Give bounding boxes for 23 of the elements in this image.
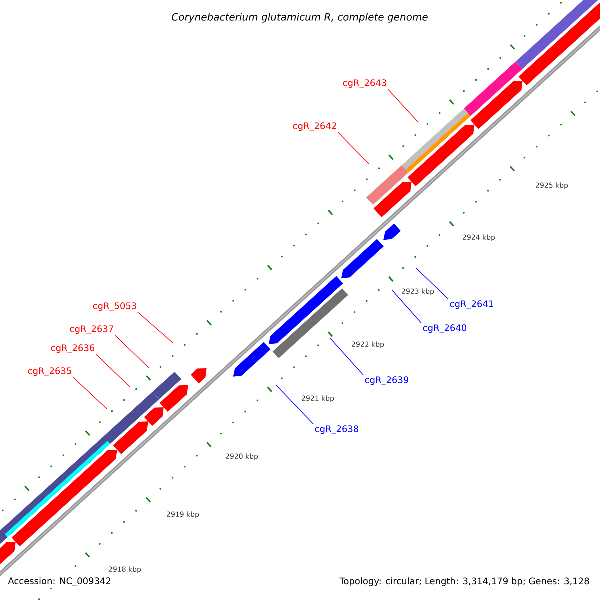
leader-line [338,132,370,164]
gene-label: cgR_2636 [51,344,95,354]
gene-label: cgR_2638 [315,426,359,434]
gene-label: cgR_2642 [293,122,336,132]
leader-line [416,268,449,300]
gene-label: cgR_2639 [365,376,409,386]
leader-line [276,384,314,425]
gene-label: cgR_2637 [70,326,114,334]
accession-label: Accession: NC_009342 [6,576,114,588]
leader-line [96,354,130,388]
leader-line [388,89,418,122]
gene-label: cgR_2635 [28,368,72,376]
leader-line [330,338,364,376]
gene-label: cgR_2641 [450,300,494,310]
gene-label: cgR_2640 [423,324,467,334]
leader-line [73,377,108,410]
leader-line [138,312,174,344]
genome-info: Topology: circular; Length: 3,314,179 bp; Genes: 3,128 [338,576,592,588]
gene-label: cgR_5053 [93,302,136,312]
leader-line [115,335,150,368]
gene-label: cgR_2643 [343,80,386,88]
leader-line [392,290,422,324]
title: Corynebacterium glutamicum R, complete genome [172,13,428,23]
